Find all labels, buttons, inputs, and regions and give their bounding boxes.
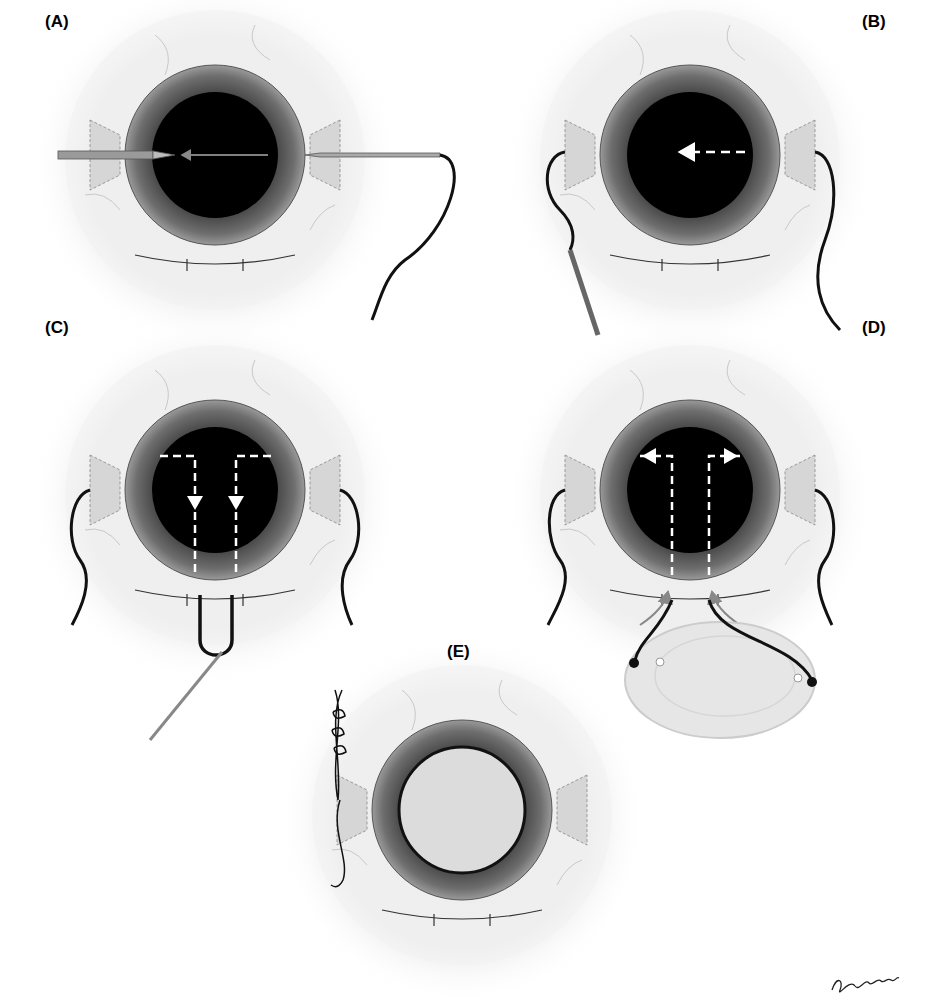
panel-label: (A) — [45, 12, 69, 32]
panel-label: (D) — [862, 318, 886, 338]
panel-label: (B) — [862, 12, 886, 32]
panel-label: (E) — [447, 642, 470, 662]
panel-label: (C) — [45, 318, 69, 338]
